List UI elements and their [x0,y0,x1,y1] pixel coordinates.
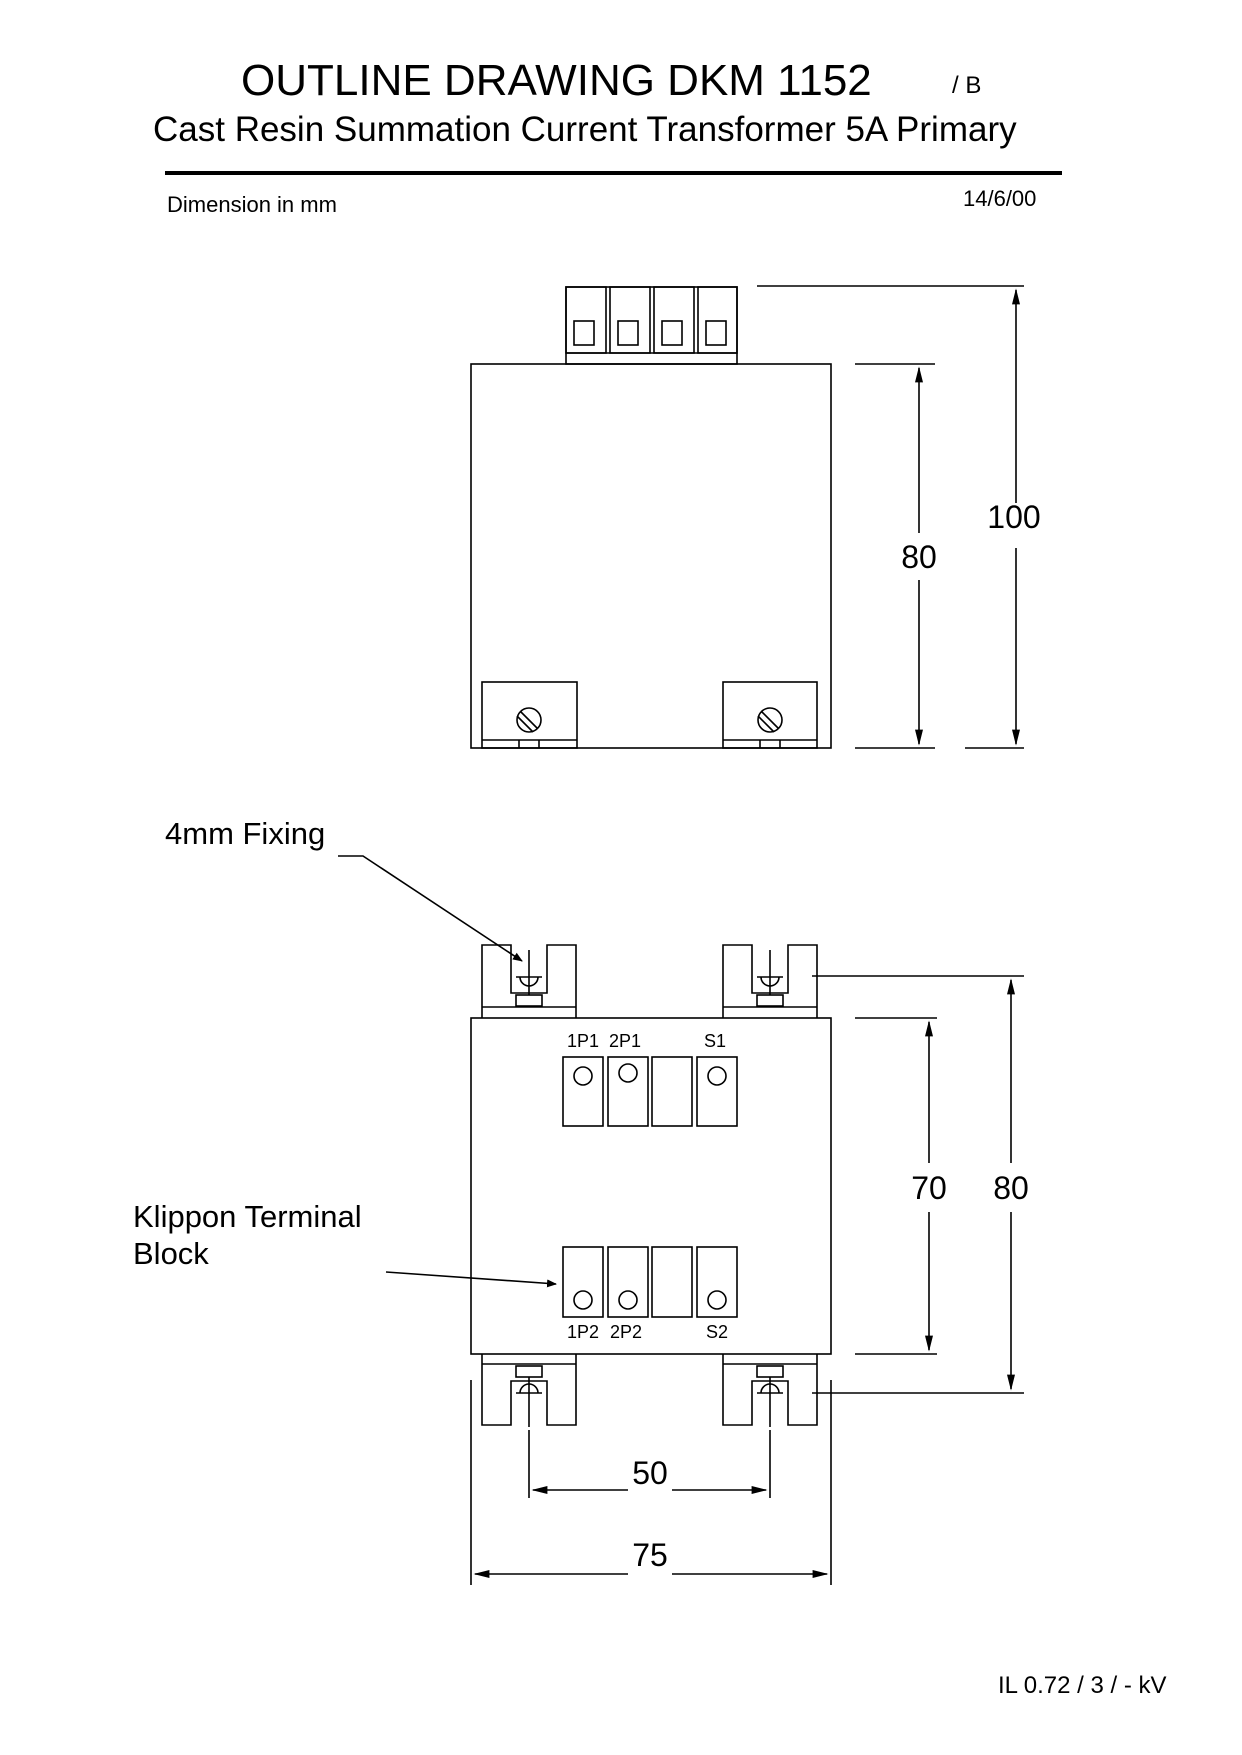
top-dim-body-height: 80 [901,539,937,575]
bottom-dim-body-height: 70 [911,1170,947,1206]
bottom-dim-fixing-pitch: 50 [632,1455,668,1491]
revision-label: / B [952,72,982,99]
top-foot-left [481,681,578,749]
fixing-lug-bottom-left [481,1354,577,1427]
top-body [470,363,832,749]
top-foot-right [722,681,818,749]
terminal-block-upper [562,1056,738,1127]
drawing-subtitle: Cast Resin Summation Current Transformer… [153,110,1017,149]
fixing-callout: 4mm Fixing [165,816,326,851]
top-dim-overall-height: 100 [987,499,1040,535]
rating-label: IL 0.72 / 3 / - kV [998,1672,1167,1699]
units-note: Dimension in mm [167,192,337,217]
terminal-block-lower [562,1246,738,1318]
top-view [470,285,1024,749]
bottom-body [470,1017,832,1355]
terminal-label-1p1: 1P1 [567,1031,599,1051]
terminal-label-1p2: 1P2 [567,1322,599,1342]
terminal-callout-line2: Block [133,1236,209,1271]
terminal-leader [385,1271,557,1288]
terminal-callout-line1: Klippon Terminal [133,1199,362,1234]
bottom-dim-body-width: 75 [632,1537,668,1573]
fixing-leader [338,855,523,962]
terminal-label-s1: S1 [704,1031,726,1051]
fixing-lug-top-right [722,944,818,1018]
terminal-label-s2: S2 [706,1322,728,1342]
fixing-lug-top-left [481,944,577,1018]
terminal-label-2p1: 2P1 [609,1031,641,1051]
terminal-label-2p2: 2P2 [610,1322,642,1342]
drawing-date: 14/6/00 [963,186,1037,211]
fixing-lug-bottom-right [722,1354,818,1427]
bottom-dim-fixing-height: 80 [993,1170,1029,1206]
drawing-title: OUTLINE DRAWING DKM 1152 [241,56,872,105]
bottom-view [338,855,1024,1585]
top-terminal-strip [565,286,738,365]
